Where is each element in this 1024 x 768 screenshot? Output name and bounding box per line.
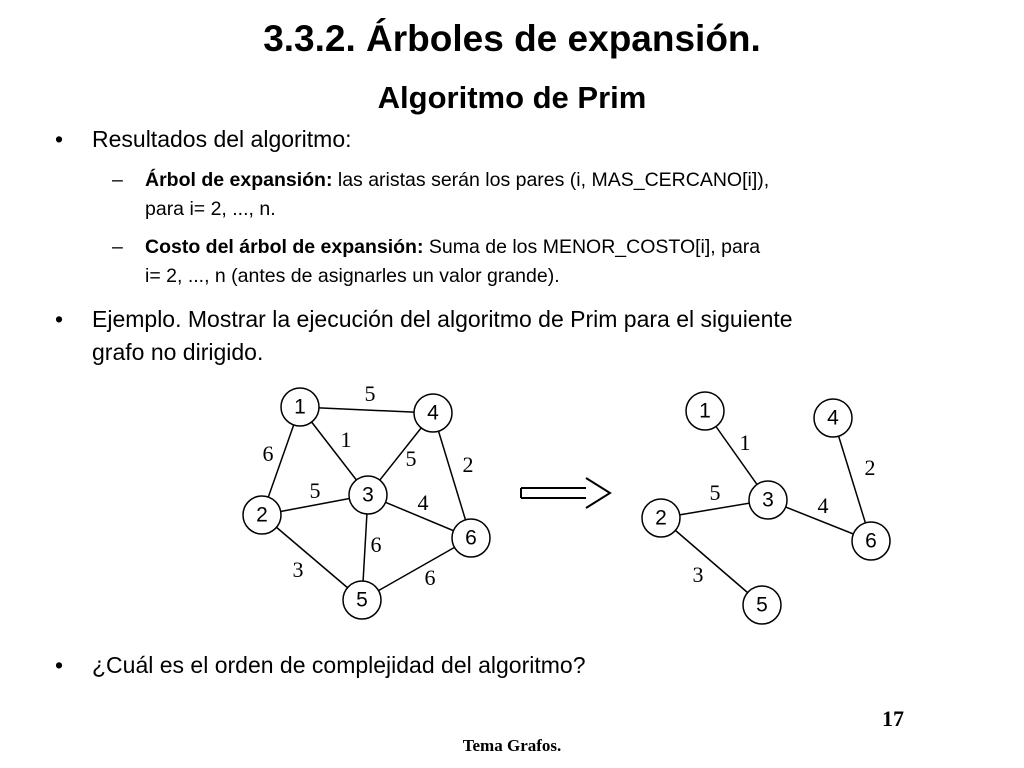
page-number: 17 [882, 706, 904, 731]
example-desc: . Mostrar la ejecución del algoritmo de … [175, 306, 793, 332]
graph-edge-5-6 [361, 537, 472, 601]
graph-weight-3-5: 6 [371, 532, 382, 557]
tree-weight-3-6: 4 [818, 493, 829, 518]
term-tree-cost: Costo del árbol de expansión: [145, 236, 424, 258]
tree-weight-2-3: 5 [710, 480, 721, 505]
tree-node-1 [685, 391, 725, 431]
tree-node-2 [641, 498, 681, 538]
tree-cost-desc: Suma de los MENOR_COSTO[i], para [423, 236, 761, 258]
bullet-mark: • [55, 126, 64, 152]
graph-weight-3-6: 4 [418, 490, 429, 515]
graph-edge-1-4 [299, 406, 434, 414]
graph-node-5 [342, 580, 382, 620]
graph-weight-4-3: 5 [406, 446, 417, 471]
graph-node-label-6: 6 [465, 527, 477, 550]
dash-mark: – [112, 236, 123, 258]
tree-edge-2-5 [660, 517, 763, 606]
tree-node-label-1: 1 [699, 400, 711, 423]
graph-node-1 [280, 387, 320, 427]
slide-subtitle: Algoritmo de Prim [377, 80, 647, 115]
bullet-mark: • [55, 306, 64, 332]
graph-node-2 [242, 495, 282, 535]
sub-bullet-spanning-tree-text: Árbol de expansión: las aristas serán lo… [145, 166, 985, 224]
example-desc-line2: grafo no dirigido. [92, 339, 264, 365]
tree-node-4 [813, 398, 853, 438]
footer-text: Tema Grafos. [462, 736, 562, 755]
bullet-results-text: Resultados del algoritmo: [92, 126, 352, 152]
sub-bullet-tree-cost-text: Costo del árbol de expansión: Suma de lo… [145, 233, 985, 291]
graph-weight-1-2: 6 [263, 441, 274, 466]
tree-weight-1-3: 1 [740, 430, 751, 455]
tree-weight-4-6: 2 [865, 455, 876, 480]
graph-node-4 [413, 393, 453, 433]
spanning-tree-desc-line2: para i= 2, ..., n. [145, 198, 276, 220]
term-spanning-tree: Árbol de expansión: [145, 169, 333, 191]
dash-mark: – [112, 169, 123, 191]
tree-weight-2-5: 3 [693, 562, 704, 587]
graph-node-3 [348, 475, 388, 515]
graph-node-6 [451, 518, 491, 558]
graph-node-label-3: 3 [362, 484, 374, 507]
tree-node-label-5: 5 [756, 594, 768, 617]
graph-node-label-4: 4 [427, 402, 439, 425]
graph-node-label-1: 1 [294, 396, 306, 419]
tree-node-label-2: 2 [655, 507, 667, 530]
term-example: Ejemplo [92, 306, 176, 332]
bullet-example-text: Ejemplo. Mostrar la ejecución del algori… [92, 303, 972, 369]
graph-weight-1-4: 5 [365, 381, 376, 406]
graph-weight-4-6: 2 [463, 452, 474, 477]
tree-node-3 [748, 480, 788, 520]
graph-weight-2-5: 3 [293, 557, 304, 582]
tree-edge-4-6 [832, 417, 872, 542]
graph-edge-2-5 [261, 514, 363, 601]
graph-node-label-2: 2 [256, 504, 268, 527]
bullet-mark: • [55, 652, 64, 678]
spanning-tree-desc: las aristas serán los pares (i, MAS_CERC… [332, 169, 770, 191]
right-arrow-icon [520, 477, 612, 509]
tree-node-label-4: 4 [827, 407, 839, 430]
graph-weight-5-6: 6 [425, 565, 436, 590]
graph-edge-4-6 [432, 412, 472, 539]
graph-node-label-5: 5 [356, 589, 368, 612]
slide-title: 3.3.2. Árboles de expansión. [263, 18, 761, 59]
graph-weight-2-3: 5 [310, 478, 321, 503]
tree-node-6 [851, 521, 891, 561]
tree-node-5 [742, 585, 782, 625]
bullet-complexity-text: ¿Cuál es el orden de complejidad del alg… [92, 652, 586, 678]
tree-cost-desc-line2: i= 2, ..., n (antes de asignarles un val… [145, 265, 560, 287]
tree-node-label-6: 6 [865, 530, 877, 553]
tree-node-label-3: 3 [762, 489, 774, 512]
graph-weight-1-3: 1 [341, 427, 352, 452]
